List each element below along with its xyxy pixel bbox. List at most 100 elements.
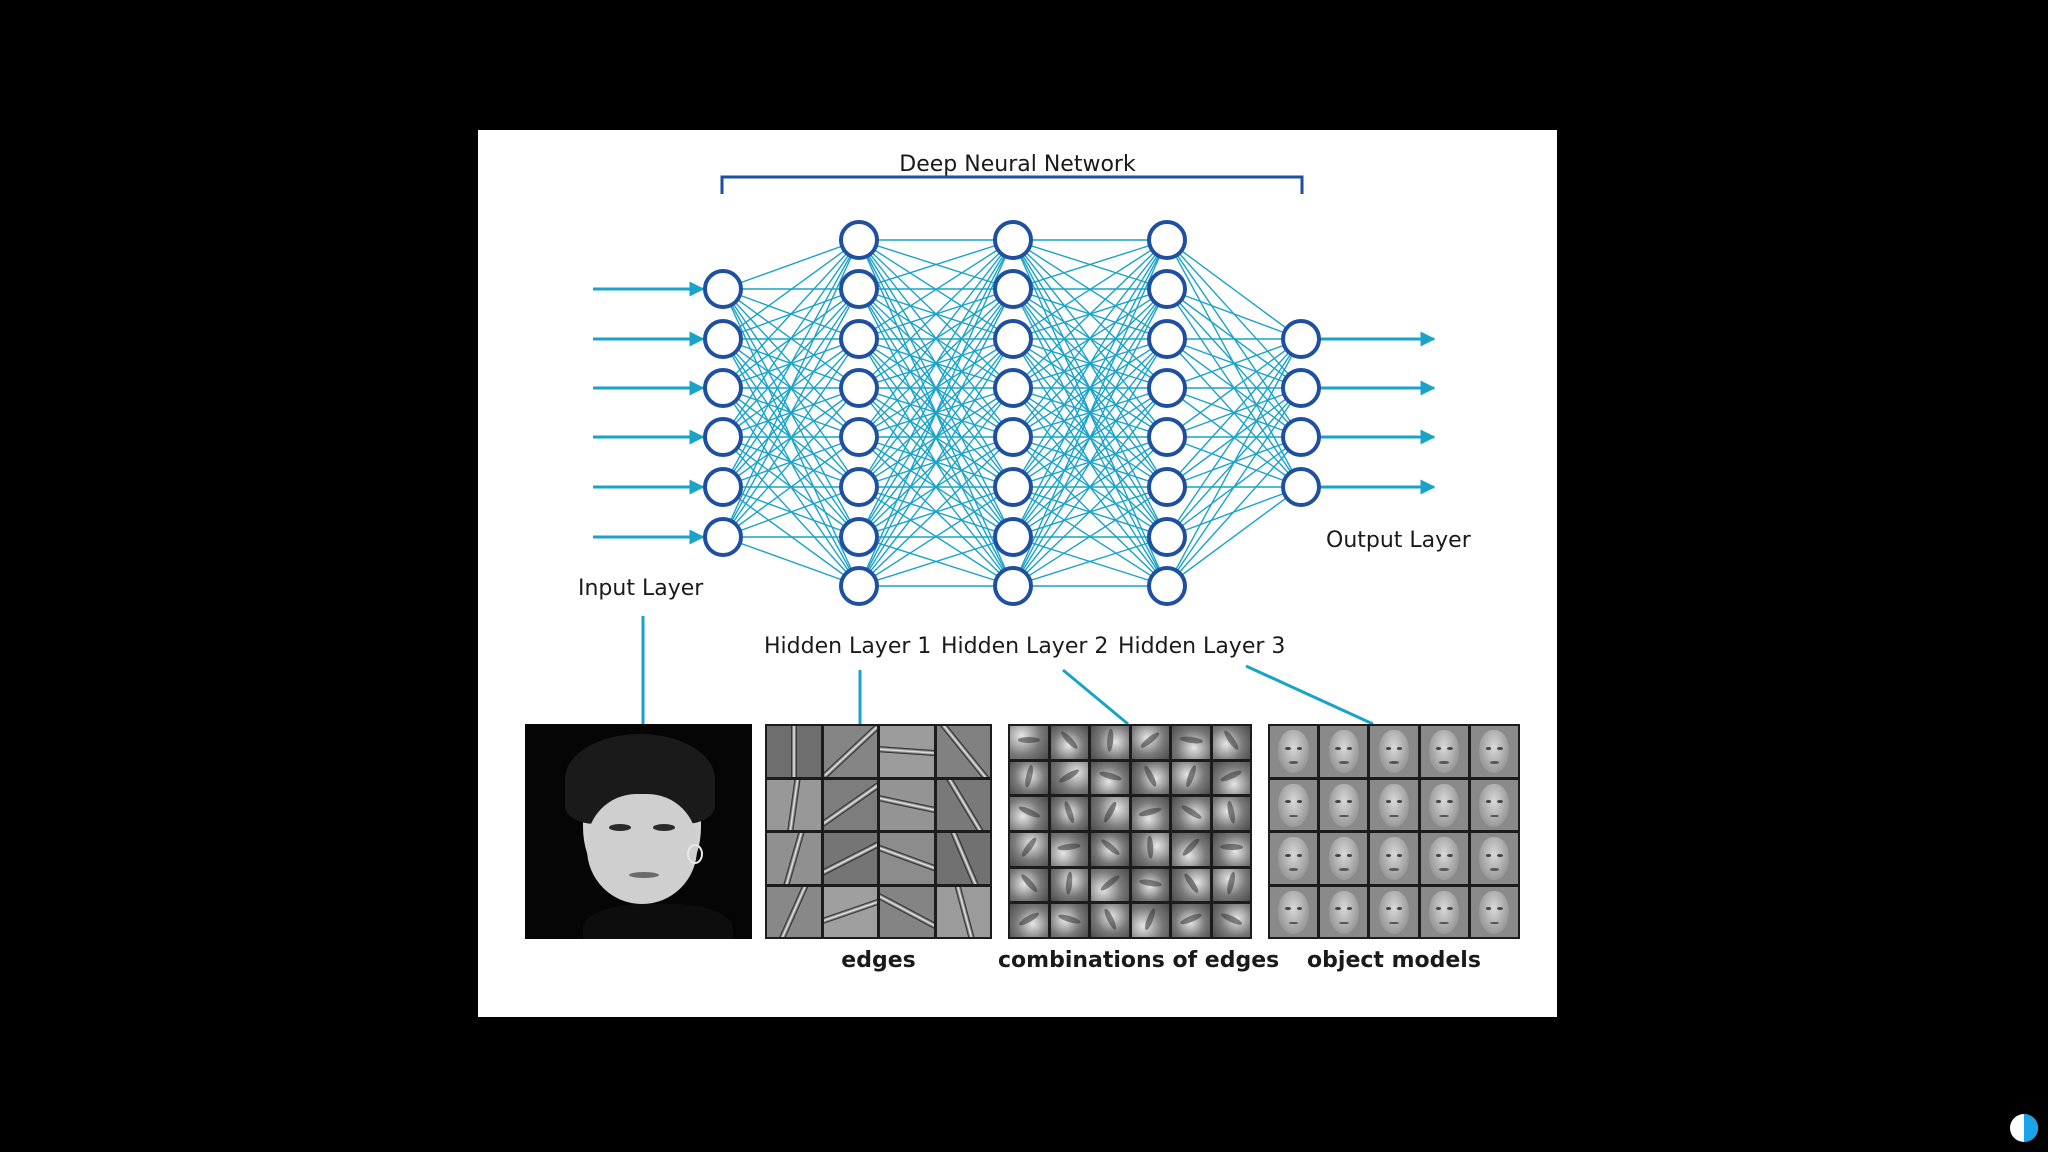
object-models-caption: object models <box>1268 948 1520 973</box>
combo-tile <box>1051 797 1089 830</box>
neuron-node <box>995 568 1031 604</box>
edge-tile <box>880 780 934 831</box>
nodes <box>705 222 1319 604</box>
connection-line <box>1167 437 1301 586</box>
edge-tile <box>824 780 878 831</box>
neuron-node <box>841 568 877 604</box>
neuron-node <box>1149 469 1185 505</box>
hidden-layer-3-label: Hidden Layer 3 <box>1118 634 1285 659</box>
edge-tile <box>824 726 878 777</box>
edge-tile <box>767 833 821 884</box>
combo-tile <box>1132 904 1170 937</box>
edges-filter-grid <box>765 724 992 939</box>
neuron-node <box>705 370 741 406</box>
edge-tile <box>767 780 821 831</box>
edge-tile <box>880 726 934 777</box>
neuron-node <box>1283 419 1319 455</box>
neuron-node <box>1149 519 1185 555</box>
neuron-node <box>1149 222 1185 258</box>
combo-tile <box>1172 726 1210 759</box>
combo-tile <box>1010 833 1048 866</box>
half-circle-icon[interactable] <box>2010 1114 2038 1142</box>
combo-tile <box>1051 726 1089 759</box>
face-tile <box>1421 780 1468 831</box>
face-tile <box>1270 833 1317 884</box>
neuron-node <box>841 321 877 357</box>
face-tile <box>1320 726 1367 777</box>
neuron-node <box>995 469 1031 505</box>
connection-line <box>1167 289 1301 339</box>
connection-line <box>723 240 859 388</box>
edge-tile <box>880 887 934 938</box>
face-tile <box>1421 726 1468 777</box>
neuron-node <box>705 419 741 455</box>
neuron-node <box>841 222 877 258</box>
combo-tile <box>1213 726 1251 759</box>
face-tile <box>1270 887 1317 938</box>
combo-tile <box>1091 904 1129 937</box>
face-tile <box>1320 780 1367 831</box>
connection-line <box>1167 487 1301 586</box>
edge-tile <box>767 726 821 777</box>
combo-tile <box>1213 797 1251 830</box>
combinations-filter-grid <box>1008 724 1252 939</box>
combo-tile <box>1172 797 1210 830</box>
combo-tile <box>1010 797 1048 830</box>
combo-tile <box>1010 904 1048 937</box>
combo-tile <box>1051 869 1089 902</box>
combo-tile <box>1132 833 1170 866</box>
combo-tile <box>1172 869 1210 902</box>
face-tile <box>1421 887 1468 938</box>
face-tile <box>1471 833 1518 884</box>
combo-tile <box>1132 762 1170 795</box>
neuron-node <box>841 519 877 555</box>
combo-tile <box>1091 797 1129 830</box>
object-models-grid <box>1268 724 1520 939</box>
combo-tile <box>1132 869 1170 902</box>
face-tile <box>1270 780 1317 831</box>
neuron-node <box>995 222 1031 258</box>
combo-tile <box>1051 762 1089 795</box>
combo-tile <box>1091 726 1129 759</box>
face-tile <box>1421 833 1468 884</box>
combo-tile <box>1172 833 1210 866</box>
output-layer-label: Output Layer <box>1326 528 1471 553</box>
input-layer-label: Input Layer <box>578 576 703 601</box>
neuron-node <box>841 419 877 455</box>
network-bracket <box>722 177 1302 194</box>
face-tile <box>1270 726 1317 777</box>
neuron-node <box>705 469 741 505</box>
combo-tile <box>1051 833 1089 866</box>
face-tile <box>1320 833 1367 884</box>
neuron-node <box>705 321 741 357</box>
neuron-node <box>1149 271 1185 307</box>
connection-line <box>723 537 859 586</box>
neuron-node <box>1149 370 1185 406</box>
hidden-layer-1-label: Hidden Layer 1 <box>764 634 931 659</box>
edge-tile <box>937 726 991 777</box>
connection-line <box>723 240 859 289</box>
network-title: Deep Neural Network <box>478 152 1557 177</box>
face-tile <box>1471 726 1518 777</box>
face-tile <box>1370 780 1417 831</box>
edge-tile <box>937 780 991 831</box>
input-face-photo <box>525 724 752 939</box>
neuron-node <box>995 370 1031 406</box>
edge-tile <box>824 833 878 884</box>
neuron-node <box>995 519 1031 555</box>
neuron-node <box>1283 469 1319 505</box>
neuron-node <box>705 271 741 307</box>
neuron-node <box>705 519 741 555</box>
connection-line <box>1167 240 1301 339</box>
combo-tile <box>1091 869 1129 902</box>
combo-tile <box>1172 762 1210 795</box>
edge-tile <box>937 887 991 938</box>
face-tile <box>1370 833 1417 884</box>
combo-tile <box>1132 797 1170 830</box>
combo-tile <box>1132 726 1170 759</box>
connection-line <box>723 240 859 487</box>
neuron-node <box>1283 321 1319 357</box>
face-tile <box>1370 887 1417 938</box>
edge-tile <box>767 887 821 938</box>
diagram-slide: Deep Neural Network Input Layer Hidden L… <box>478 130 1557 1017</box>
